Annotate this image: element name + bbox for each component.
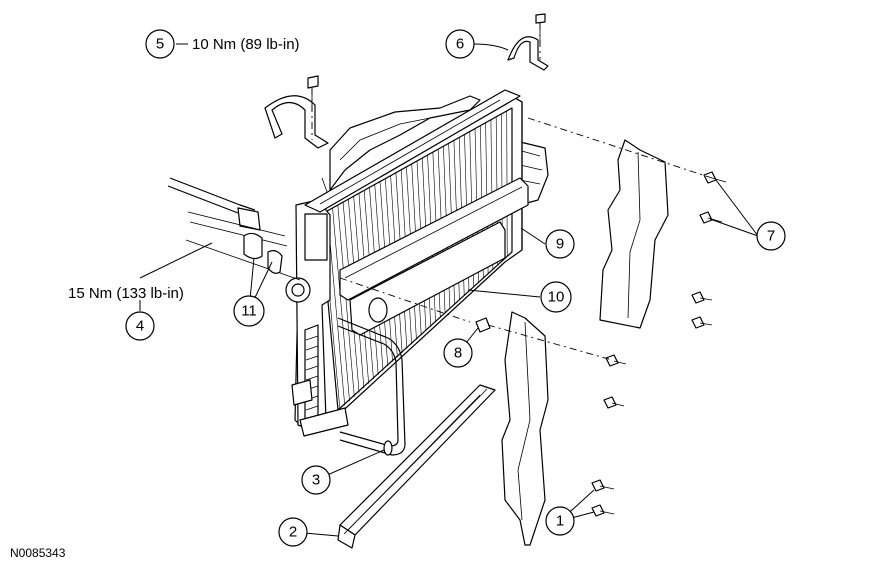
callout-5: 5 10 Nm (89 lb-in) <box>145 29 300 59</box>
callout-9-number: 9 <box>556 236 564 253</box>
callout-7-number: 7 <box>767 228 775 245</box>
callout-2-number: 2 <box>289 524 297 541</box>
callout-1-number: 1 <box>556 513 564 530</box>
loose-fasteners <box>603 291 713 409</box>
callout-5-torque: 10 Nm (89 lb-in) <box>192 36 300 53</box>
upper-support <box>304 89 521 213</box>
upper-mount-bracket-6 <box>507 36 549 71</box>
bolt-8 <box>475 317 491 333</box>
callout-3: 3 <box>301 465 331 495</box>
callout-11: 11 <box>233 295 265 327</box>
radiator-fin-line <box>337 205 355 397</box>
callout-7: 7 <box>756 221 786 251</box>
callout-3-number: 3 <box>312 472 320 489</box>
isolators-11 <box>243 232 283 274</box>
air-deflector-upper <box>339 177 529 301</box>
radiator-fin-line <box>506 110 508 257</box>
callout-8: 8 <box>443 338 473 368</box>
callout-4-torque: 15 Nm (133 lb-in) <box>68 285 184 302</box>
lower-side-shield <box>501 311 549 546</box>
callout-6-number: 6 <box>456 36 464 53</box>
callout-4-number: 4 <box>136 318 144 335</box>
figure-id: N0085343 <box>10 546 66 560</box>
callout-8-number: 8 <box>454 345 462 362</box>
callout-5-number: 5 <box>156 36 164 53</box>
bolts-1 <box>591 479 615 517</box>
callout-11-number: 11 <box>241 303 257 320</box>
callout-4: 4 15 Nm (133 lb-in) <box>68 285 184 341</box>
callout-10: 10 <box>540 281 572 313</box>
lower-seal <box>337 384 496 549</box>
radiator-fin-line <box>332 208 350 402</box>
bolts-7 <box>699 171 727 224</box>
callout-6: 6 <box>445 29 475 59</box>
callout-9: 9 <box>545 229 575 259</box>
radiator-left-tank <box>285 199 349 437</box>
upper-side-shield <box>599 139 669 329</box>
air-deflector-lower <box>349 221 506 336</box>
callout-10-number: 10 <box>548 289 565 306</box>
upper-mount-bracket-5 <box>264 95 329 149</box>
cooler-tube <box>337 317 406 456</box>
callout-2: 2 <box>278 517 308 547</box>
callout-1: 1 <box>545 506 575 536</box>
alignment-lines <box>311 23 713 361</box>
